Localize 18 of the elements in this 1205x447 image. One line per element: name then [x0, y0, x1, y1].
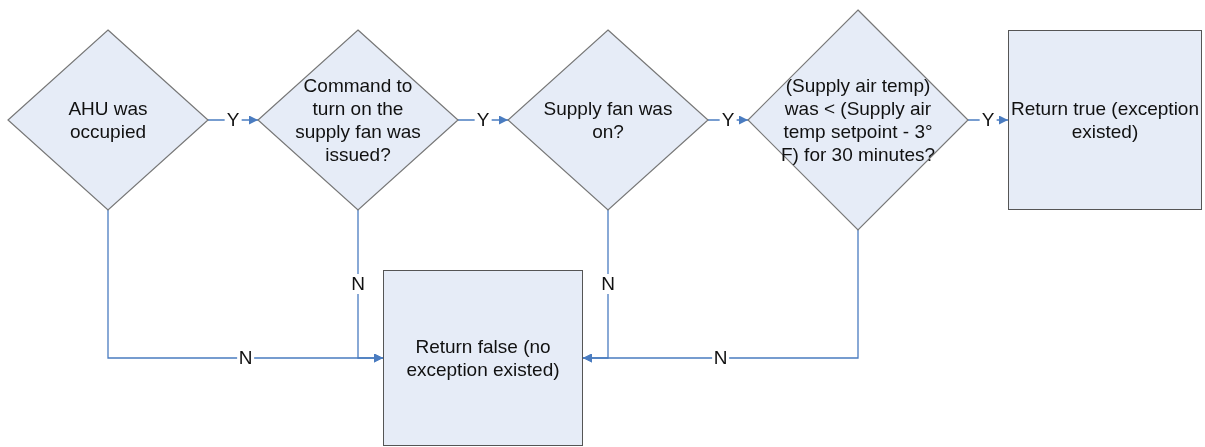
edge-label: N: [349, 274, 367, 294]
arrow: [582, 229, 859, 363]
edge-label: N: [599, 274, 617, 294]
decision-diamond: [508, 30, 708, 210]
node-text: Return true (exception existed): [1010, 97, 1200, 143]
arrow: [967, 115, 1009, 125]
decision-diamond: [8, 30, 208, 210]
decision-diamond: [258, 30, 458, 210]
node-text: AHU was occupied: [67, 97, 149, 143]
process-box: [1008, 30, 1202, 210]
decision-diamond: [748, 10, 968, 230]
arrow: [357, 209, 384, 363]
node-text: Supply fan was on?: [543, 97, 673, 143]
node-text: Command to turn on the supply fan was issued?: [294, 74, 422, 166]
node-text: (Supply air temp) was < (Supply air temp setpoint - 3° F) for 30 minutes?: [779, 74, 937, 166]
node-text: Return false (no exception existed): [405, 335, 561, 381]
arrow: [707, 115, 749, 125]
process-box: [383, 270, 583, 446]
